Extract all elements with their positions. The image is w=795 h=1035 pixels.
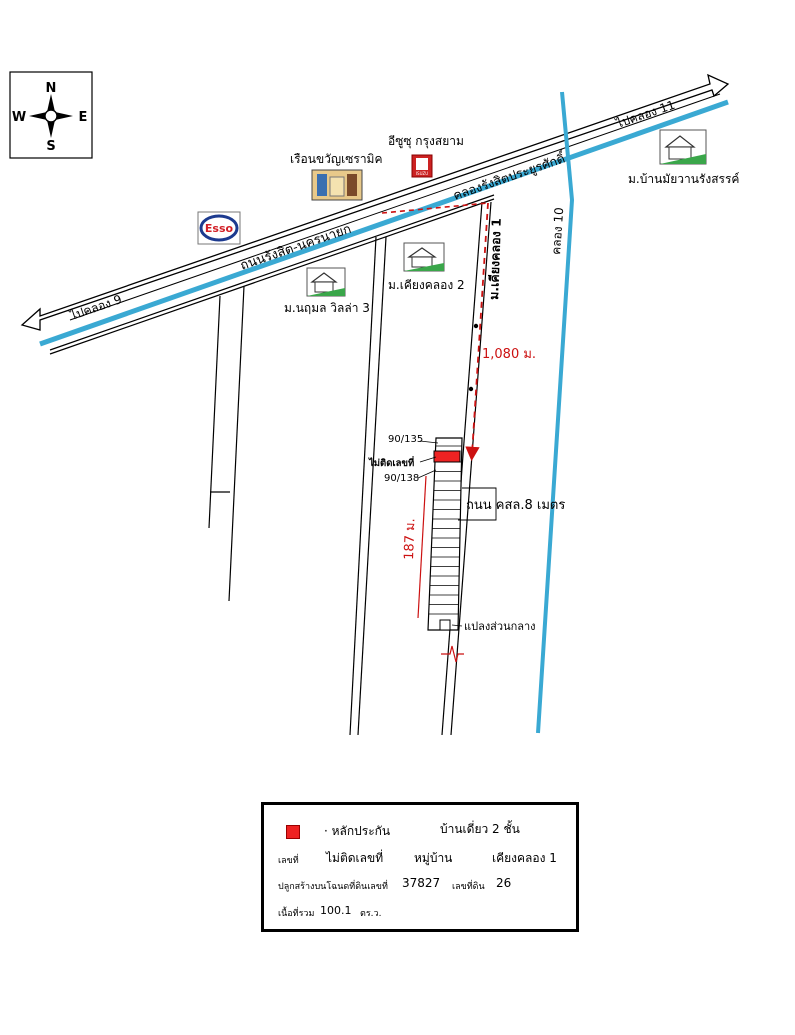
legend-area-label: เนื้อที่รวม [278, 909, 315, 919]
plot-label-subject: ไม่ติดเลขที่ [368, 455, 414, 469]
lane-road-label: ถนน คสล.8 เมตร [466, 498, 565, 513]
esso-marker: Esso [197, 211, 241, 245]
road-break-symbol [441, 645, 464, 663]
khlong-10-canal-line [536, 91, 575, 734]
legend-village-value: เคียงคลอง 1 [492, 851, 557, 865]
rangsit-canal-line [39, 99, 729, 347]
distance-from-road-label: 1,080 ม. [482, 347, 536, 362]
legend-box: · หลักประกัน บ้านเดี่ยว 2 ชั้น เลขที่ ไม… [261, 802, 579, 932]
khlong-10-label: คลอง 10 [549, 207, 566, 255]
legend-area-value: 100.1 [320, 904, 352, 917]
collateral-swatch [286, 825, 300, 839]
lane-length-label: 187 ม. [402, 518, 418, 560]
isuzu-marker: ISUZU [411, 154, 433, 178]
legend-deed-label: ปลูกสร้างบนโฉนดที่ดินเลขที่ [278, 882, 388, 892]
common-area-box [439, 619, 451, 631]
nusamon-label: ม.นฤมล วิลล่า 3 [284, 301, 370, 315]
legend-land-no-label: เลขที่ดิน [452, 882, 485, 892]
house-icon-banmai-wan [659, 129, 707, 165]
legend-collateral-label: · หลักประกัน [324, 824, 391, 838]
route-path [381, 202, 489, 462]
legend-land-no-value: 26 [496, 876, 512, 890]
isuzu-label: อีซูซุ กรุงสยาม [388, 134, 464, 149]
compass-west: W [12, 110, 26, 125]
to-khlong-11-label: ไปคลอง 11 [613, 98, 676, 131]
ruean-kwan-label: เรือนขวัญเซรามิค [290, 152, 383, 166]
plot-label-top: 90/135 [388, 434, 423, 445]
banmai-wan-label: ม.บ้านมัยวานรังสรรค์ [628, 172, 739, 186]
legend-deed-value: 37827 [402, 876, 441, 890]
ruean-kwan-marker [311, 169, 363, 201]
side-roads [208, 201, 492, 736]
lane-road-bracket [458, 487, 497, 521]
legend-area-unit: ตร.ว. [360, 909, 382, 919]
isuzu-logo-text: ISUZU [416, 171, 428, 176]
compass-north: N [46, 81, 57, 96]
collateral-plot [433, 450, 461, 463]
esso-logo-text: Esso [205, 222, 234, 235]
compass-south: S [46, 139, 55, 154]
house-icon-khiang-khlong-2 [403, 242, 445, 272]
lane-length-dimension [417, 475, 427, 619]
legend-house-no-label: เลขที่ [278, 856, 299, 866]
legend-house-no-value: ไม่ติดเลขที่ [326, 851, 384, 865]
compass-east: E [79, 110, 88, 125]
house-icon-nusamon [306, 267, 346, 297]
frontage-road-line [49, 198, 495, 355]
plot-strip [427, 437, 463, 631]
legend-building-type: บ้านเดี่ยว 2 ชั้น [440, 822, 520, 836]
plot-label-next: 90/138 [384, 473, 419, 484]
legend-village-label: หมู่บ้าน [414, 851, 453, 865]
khiang-khlong-2-label: ม.เคียงคลอง 2 [388, 278, 465, 292]
compass: N S W E [9, 71, 93, 159]
frontage-road-line-2 [49, 194, 495, 351]
main-road [20, 73, 730, 331]
common-area-label: แปลงส่วนกลาง [464, 620, 536, 633]
khiang-khlong-1-label: ม.เคียงคลอง 1 [486, 218, 504, 300]
